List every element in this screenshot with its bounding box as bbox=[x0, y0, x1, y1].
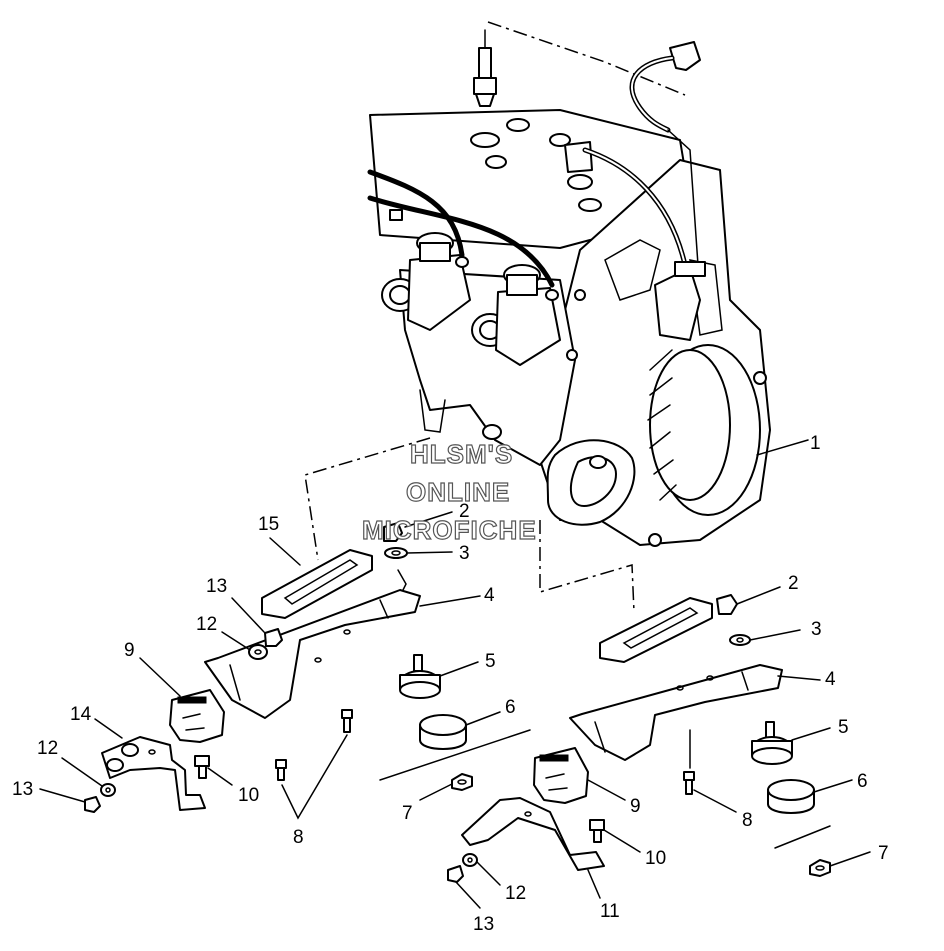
callout-8: 8 bbox=[742, 810, 753, 831]
callout-13: 13 bbox=[12, 779, 33, 800]
callout-10: 10 bbox=[645, 848, 666, 869]
washer-12-bottom bbox=[462, 853, 478, 867]
callout-8: 8 bbox=[293, 827, 304, 848]
engine-bracket-4-right bbox=[569, 664, 783, 761]
rubber-mount-5-left bbox=[399, 654, 441, 699]
washer-12-lower-left bbox=[100, 783, 116, 797]
rubber-mount-5-right bbox=[751, 721, 793, 765]
rubber-mount-9-left bbox=[169, 689, 225, 743]
bolts-8-left bbox=[275, 709, 353, 781]
nut-7-left bbox=[451, 773, 473, 791]
bolt-10-left bbox=[194, 755, 210, 779]
engine-bracket-4-left bbox=[204, 589, 421, 719]
callout-4: 4 bbox=[825, 669, 836, 690]
pad-6-right bbox=[767, 779, 815, 814]
washer-3-left bbox=[384, 547, 408, 559]
callout-9: 9 bbox=[124, 640, 135, 661]
nut-2-right bbox=[716, 594, 738, 615]
nut-13-upper bbox=[264, 628, 283, 647]
callout-14: 14 bbox=[70, 704, 92, 725]
callout-5: 5 bbox=[485, 651, 496, 672]
callout-2: 2 bbox=[459, 501, 470, 522]
nut-2-left bbox=[383, 522, 403, 542]
bolt-8-right bbox=[683, 771, 695, 795]
spark-plug bbox=[473, 29, 497, 107]
spacer-plate-15 bbox=[261, 549, 373, 619]
mount-bracket-11 bbox=[461, 797, 605, 871]
callout-5: 5 bbox=[838, 717, 849, 738]
callout-3: 3 bbox=[459, 543, 470, 564]
callout-15: 15 bbox=[258, 514, 279, 535]
callout-12: 12 bbox=[37, 738, 58, 759]
callout-3: 3 bbox=[811, 619, 822, 640]
engine-assembly bbox=[367, 21, 771, 547]
callout-13: 13 bbox=[206, 576, 227, 597]
bolt-10-right bbox=[589, 819, 605, 843]
callout-13: 13 bbox=[473, 914, 494, 935]
callout-7: 7 bbox=[878, 843, 889, 864]
mount-bracket-14 bbox=[101, 736, 206, 811]
callout-1: 1 bbox=[810, 433, 821, 454]
rubber-mount-9-right bbox=[533, 747, 589, 804]
pad-6-left bbox=[419, 714, 467, 750]
watermark-line-1: HLSM'S bbox=[410, 439, 513, 469]
washer-3-right bbox=[729, 634, 751, 646]
callout-2: 2 bbox=[788, 573, 799, 594]
spark-plug-cap bbox=[629, 41, 701, 133]
callout-6: 6 bbox=[505, 697, 516, 718]
callout-12: 12 bbox=[505, 883, 526, 904]
watermark-line-3: MICROFICHE bbox=[362, 515, 537, 545]
washer-12-upper bbox=[248, 644, 268, 660]
callout-7: 7 bbox=[402, 803, 413, 824]
callout-10: 10 bbox=[238, 785, 259, 806]
callout-4: 4 bbox=[484, 585, 495, 606]
alignment-line-right bbox=[539, 520, 635, 613]
callout-9: 9 bbox=[630, 796, 641, 817]
watermark: HLSM'S ONLINE MICROFICHE bbox=[361, 438, 537, 545]
nut-13-lower-left bbox=[84, 796, 101, 813]
carburetor-left bbox=[381, 232, 471, 331]
nut-7-right bbox=[809, 859, 831, 877]
watermark-line-2: ONLINE bbox=[406, 477, 510, 507]
callout-labels: 1 2 3 15 4 13 12 9 5 6 14 12 13 10 8 7 2… bbox=[12, 433, 889, 935]
callout-12: 12 bbox=[196, 614, 217, 635]
spacer-plate-right bbox=[599, 597, 713, 663]
carburetor-right bbox=[471, 264, 561, 366]
leader-lines bbox=[39, 439, 871, 909]
callout-11: 11 bbox=[600, 901, 620, 922]
nut-13-bottom bbox=[447, 865, 464, 883]
callout-6: 6 bbox=[857, 771, 868, 792]
